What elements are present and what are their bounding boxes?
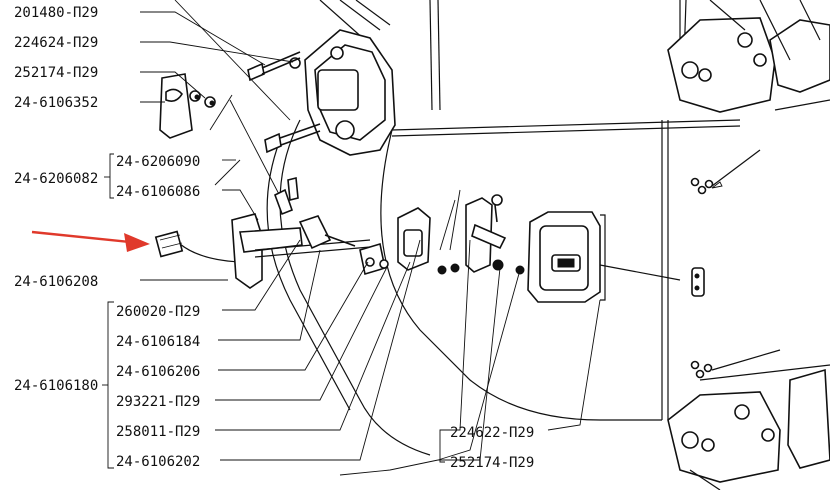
- label-252174-bottom: 252174-П29: [450, 455, 534, 471]
- label-6206090: 24-6206090: [116, 154, 200, 170]
- main-lock-body: [527, 211, 606, 303]
- label-252174-top: 252174-П29: [14, 65, 98, 81]
- leader-lines-top: [140, 0, 294, 201]
- small-washers: [690, 149, 781, 379]
- lock-lever-assembly: [154, 176, 389, 289]
- part-labels: 201480-П29 224624-П29 252174-П29 24-6106…: [14, 5, 534, 471]
- label-6106202: 24-6106202: [116, 454, 200, 470]
- label-6106180: 24-6106180: [14, 378, 98, 394]
- label-6106206: 24-6106206: [116, 364, 200, 380]
- upper-hinge: [667, 0, 830, 113]
- label-258011: 258011-П29: [116, 424, 200, 440]
- top-screws: [247, 51, 321, 154]
- lower-hinge: [667, 364, 830, 490]
- striker-plate-assembly: [289, 29, 396, 156]
- label-260020: 260020-П29: [116, 304, 200, 320]
- right-bracket: [691, 267, 705, 297]
- latch-blocks: [397, 194, 525, 275]
- small-plate-6106352: [159, 73, 216, 139]
- label-224624: 224624-П29: [14, 35, 98, 51]
- label-brackets: [102, 153, 445, 469]
- label-6106352: 24-6106352: [14, 95, 98, 111]
- label-6106184: 24-6106184: [116, 334, 200, 350]
- label-6106086: 24-6106086: [116, 184, 200, 200]
- label-293221: 293221-П29: [116, 394, 200, 410]
- label-201480: 201480-П29: [14, 5, 98, 21]
- red-arrow-pointer: [31, 230, 150, 252]
- label-224622: 224622-П29: [450, 425, 534, 441]
- leader-lines-bottom: [140, 159, 601, 476]
- label-6106208: 24-6106208: [14, 274, 98, 290]
- label-6206082: 24-6206082: [14, 171, 98, 187]
